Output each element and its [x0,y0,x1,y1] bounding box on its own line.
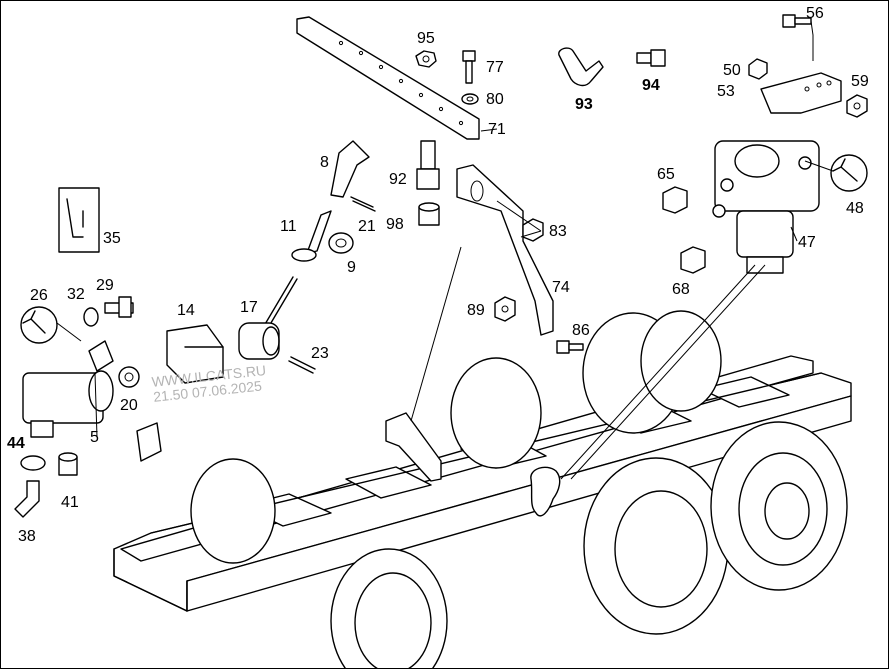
part-86-bolt [556,340,584,354]
instruction-card-icon [58,187,100,253]
part-41-nut [58,452,78,476]
wheels [190,310,848,668]
callout-8: 8 [320,154,329,171]
wrench-icon [20,306,58,344]
callout-48: 48 [846,200,864,217]
callout-94: 94 [642,77,660,94]
part-89-nut [494,296,516,322]
part-21-pin [350,196,376,212]
callout-95: 95 [417,30,435,47]
callout-89: 89 [467,302,485,319]
callout-86: 86 [572,322,590,339]
callout-47: 47 [798,234,816,251]
part-95-nut [415,50,437,68]
callout-35: 35 [103,230,121,247]
part-83-nut [522,218,544,242]
part-98-cap [418,202,440,226]
callout-93: 93 [575,96,593,113]
part-77-bolt [462,50,476,84]
callout-77: 77 [486,59,504,76]
part-53-bracket [760,72,842,114]
callout-65: 65 [657,166,675,183]
part-65-nut [662,186,688,214]
callout-9: 9 [347,259,356,276]
part-47-valve [712,140,820,274]
callout-71: 71 [488,121,506,138]
callout-83: 83 [549,223,567,240]
callout-59: 59 [851,73,869,90]
part-5-valve [22,340,162,462]
part-29-bolt [104,296,134,318]
callout-41: 41 [61,494,79,511]
callout-38: 38 [18,528,36,545]
part-11-lever [291,210,332,262]
callout-68: 68 [672,281,690,298]
part-92-stud [416,140,440,190]
part-14-cover [166,324,224,384]
part-56-bolt [782,14,814,61]
part-93-fitting [558,47,604,87]
callout-98: 98 [386,216,404,233]
part-74-bracket [456,164,554,336]
callout-50: 50 [723,62,741,79]
part-9-bushing [328,232,354,254]
part-50-nut [748,58,768,80]
wrench-icon [830,154,868,192]
callout-56: 56 [806,5,824,22]
part-32-washer [83,307,99,327]
callout-5: 5 [90,429,99,446]
callout-32: 32 [67,286,85,303]
part-44-clamp [20,455,46,471]
part-59-nut [846,94,868,118]
callout-23: 23 [311,345,329,362]
callout-74: 74 [552,279,570,296]
callout-53: 53 [717,83,735,100]
callout-14: 14 [177,302,195,319]
callout-11: 11 [280,218,297,235]
callout-44: 44 [7,435,25,452]
leader-lines [56,128,834,480]
callout-20: 20 [120,397,138,414]
part-68-nut [680,246,706,274]
callout-17: 17 [240,299,258,316]
callout-80: 80 [486,91,504,108]
part-80-washer [461,93,479,105]
part-94-fitting [636,49,666,67]
callout-92: 92 [389,171,407,188]
callout-26: 26 [30,287,48,304]
part-38-hose [14,480,40,518]
callout-21: 21 [358,218,376,235]
part-20-cap [118,366,140,388]
part-17-cam [238,276,298,360]
part-8-lever [330,140,370,198]
part-71-bracket [296,16,480,140]
callout-29: 29 [96,277,114,294]
part-23-pin [288,356,316,374]
